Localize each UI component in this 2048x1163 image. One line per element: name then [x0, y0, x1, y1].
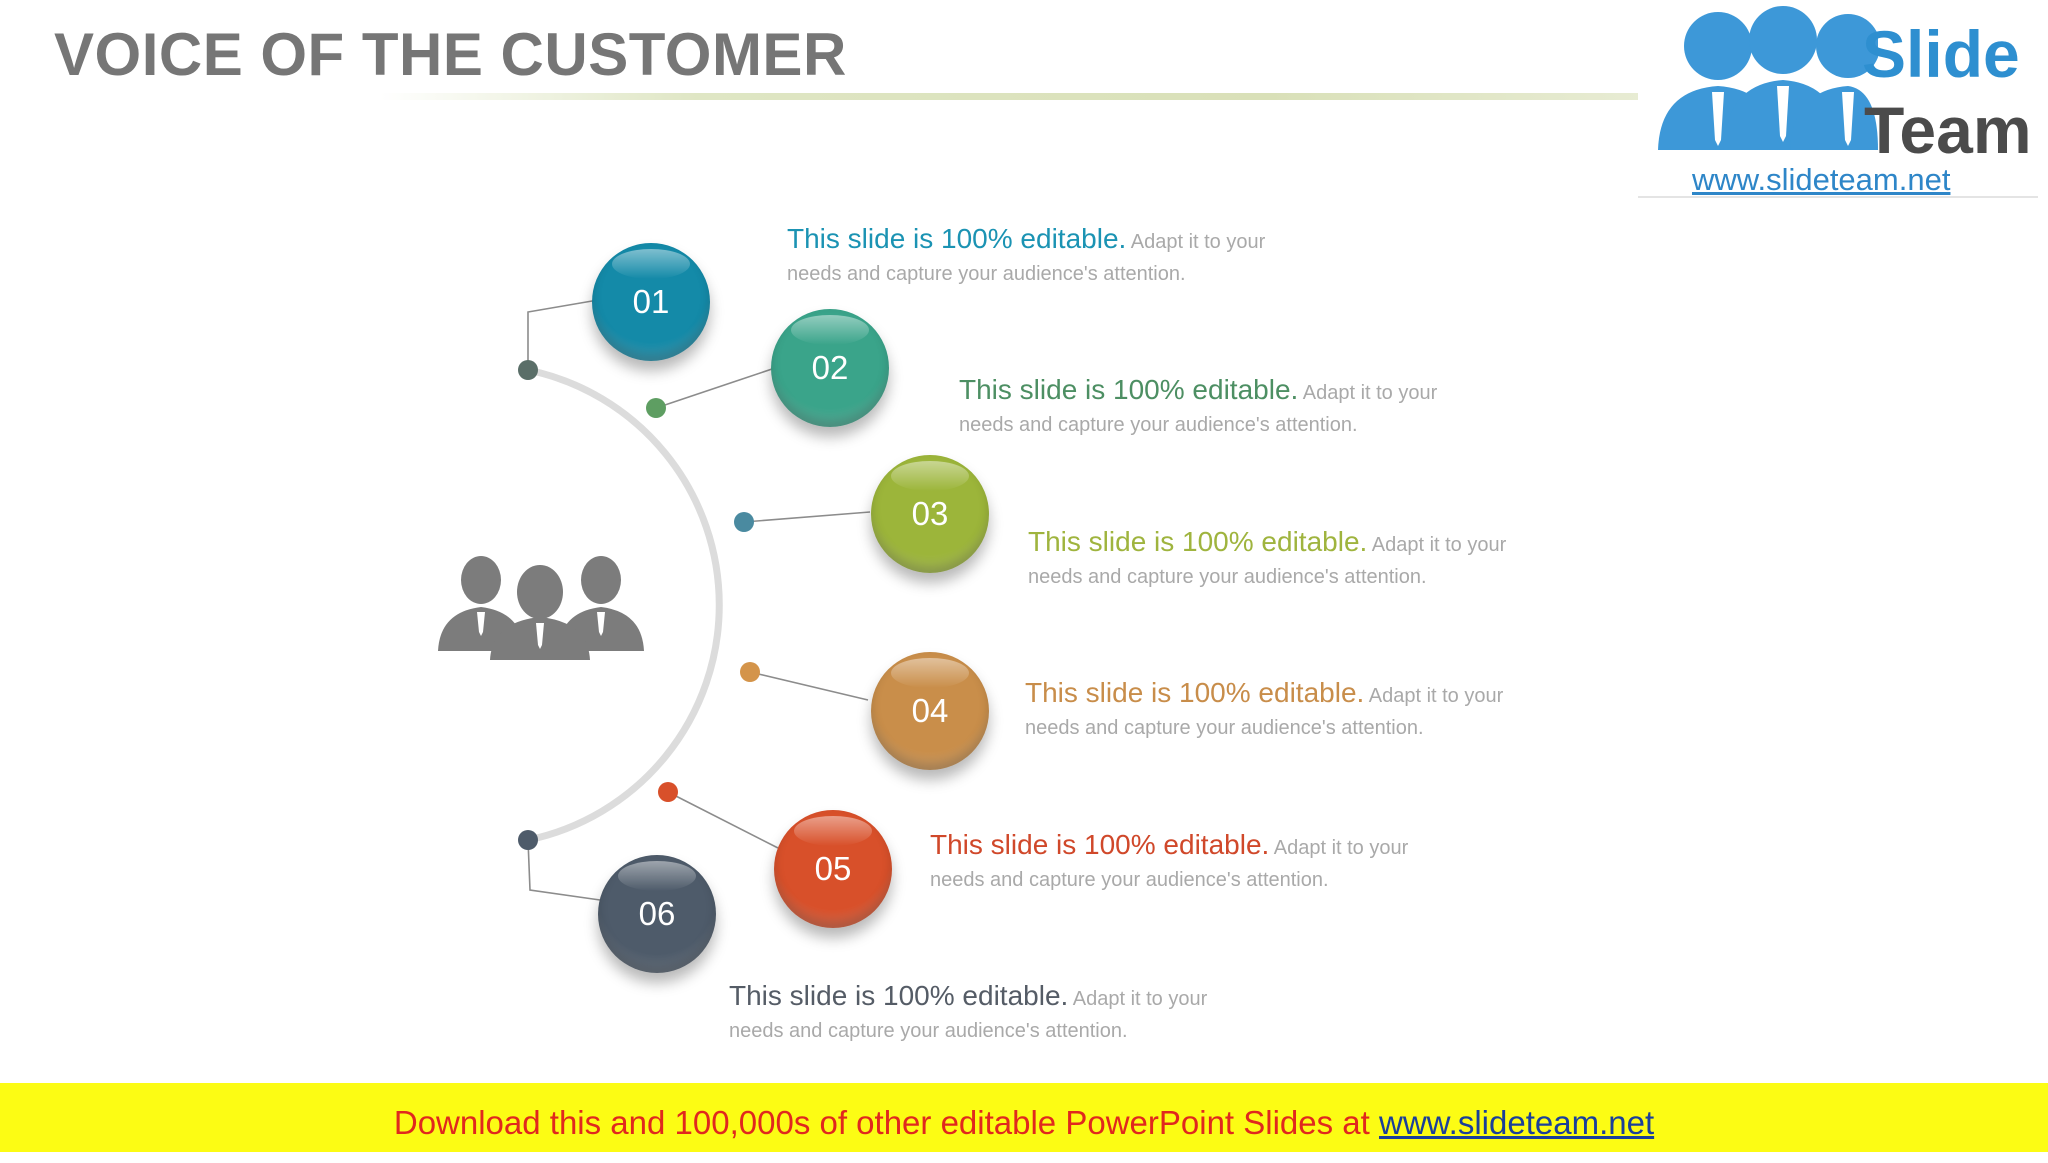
logo-divider	[1638, 196, 2038, 198]
step-body-inline-02: Adapt it to your	[1298, 382, 1438, 404]
step-body-inline-04: Adapt it to your	[1364, 685, 1504, 707]
step-heading-01: This slide is 100% editable	[787, 223, 1119, 254]
connector-line-01	[527, 299, 599, 370]
timeline-dot-01	[518, 360, 538, 380]
connector-line-04	[749, 671, 869, 701]
step-body-inline-03: Adapt it to your	[1367, 534, 1507, 556]
step-text-02: This slide is 100% editable. Adapt it to…	[959, 375, 1519, 440]
step-body-04: needs and capture your audience's attent…	[1025, 717, 1424, 739]
step-text-01: This slide is 100% editable. Adapt it to…	[787, 224, 1347, 289]
step-body-inline-01: Adapt it to your	[1126, 231, 1266, 253]
step-circle-03[interactable]: 03	[871, 455, 989, 573]
title-underline	[380, 93, 1650, 100]
people-group-icon	[438, 556, 644, 660]
step-body-02: needs and capture your audience's attent…	[959, 414, 1358, 436]
step-text-05: This slide is 100% editable. Adapt it to…	[930, 830, 1490, 895]
logo-word-slide: Slide	[1862, 17, 2020, 91]
timeline-dot-02	[646, 398, 666, 418]
step-body-03: needs and capture your audience's attent…	[1028, 566, 1427, 588]
step-text-03: This slide is 100% editable. Adapt it to…	[1028, 527, 1588, 592]
step-circle-04[interactable]: 04	[871, 652, 989, 770]
step-circle-01[interactable]: 01	[592, 243, 710, 361]
timeline-dot-05	[658, 782, 678, 802]
step-circle-06[interactable]: 06	[598, 855, 716, 973]
step-body-01: needs and capture your audience's attent…	[787, 263, 1186, 285]
step-body-05: needs and capture your audience's attent…	[930, 869, 1329, 891]
step-heading-04: This slide is 100% editable.	[1025, 677, 1365, 708]
step-heading-period-01: .	[1118, 223, 1127, 254]
step-circle-05[interactable]: 05	[774, 810, 892, 928]
connector-line-05	[667, 791, 779, 849]
banner-link[interactable]: www.slideteam.net	[1379, 1104, 1655, 1141]
timeline-dot-04	[740, 662, 760, 682]
step-text-04: This slide is 100% editable. Adapt it to…	[1025, 678, 1585, 743]
connector-line-02	[655, 367, 776, 409]
timeline-dot-03	[734, 512, 754, 532]
step-heading-06: This slide is 100% editable.	[729, 980, 1069, 1011]
step-heading-03: This slide is 100% editable.	[1028, 526, 1368, 557]
connector-line-06	[527, 839, 601, 901]
arc-track	[527, 366, 723, 844]
timeline-dot-06	[518, 830, 538, 850]
step-body-inline-05: Adapt it to your	[1269, 837, 1409, 859]
people-logo-icon	[1658, 6, 1878, 150]
connector-line-03	[743, 511, 871, 523]
slideteam-logo[interactable]: Slide Team www.slideteam.net	[1638, 0, 2038, 200]
step-text-06: This slide is 100% editable. Adapt it to…	[729, 981, 1289, 1046]
step-heading-02: This slide is 100% editable.	[959, 374, 1299, 405]
step-heading-05: This slide is 100% editable.	[930, 829, 1270, 860]
download-banner: Download this and 100,000s of other edit…	[0, 1083, 2048, 1152]
logo-url-link[interactable]: www.slideteam.net	[1692, 162, 1951, 197]
step-body-06: needs and capture your audience's attent…	[729, 1020, 1128, 1042]
step-body-inline-06: Adapt it to your	[1068, 988, 1208, 1010]
step-circle-02[interactable]: 02	[771, 309, 889, 427]
slide-title: VOICE OF THE CUSTOMER	[54, 21, 847, 88]
logo-word-team: Team	[1864, 93, 2032, 167]
banner-text: Download this and 100,000s of other edit…	[393, 1104, 1379, 1141]
